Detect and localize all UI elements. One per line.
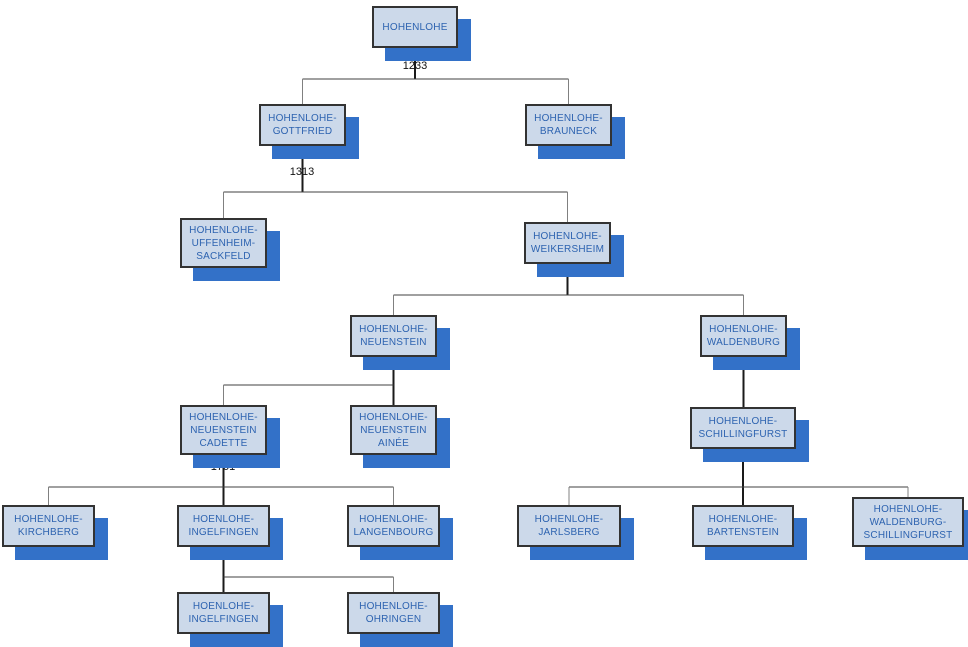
node-hohenlohe-weikersheim: HOHENLOHE- WEIKERSHEIM	[524, 222, 611, 264]
node-hohenlohe-waldenburg: HOHENLOHE- WALDENBURG	[700, 315, 787, 357]
node-label: HOHENLOHE- UFFENHEIM- SACKFELD	[189, 224, 258, 262]
node-label: HOHENLOHE- NEUENSTEIN AINÉE	[359, 411, 428, 449]
node-hohenlohe-brauneck: HOHENLOHE- BRAUNECK	[525, 104, 612, 146]
node-label: HOHENLOHE- OHRINGEN	[359, 601, 428, 625]
node-label: HOHENLOHE- KIRCHBERG	[14, 514, 83, 538]
node-label: HOHENLOHE- BRAUNECK	[534, 113, 603, 137]
node-label: HOHENLOHE- BARTENSTEIN	[706, 514, 780, 538]
node-hohenlohe-kirchberg: HOHENLOHE- KIRCHBERG	[2, 505, 95, 547]
node-label: HOHENLOHE- WEIKERSHEIM	[530, 231, 605, 255]
node-hohenlohe-waldenburg-schillingfurst: HOHENLOHE- WALDENBURG- SCHILLINGFURST	[852, 497, 964, 547]
node-hohenlohe-langenbourg: HOHENLOHE- LANGENBOURG	[347, 505, 440, 547]
node-label: HOHENLOHE- NEUENSTEIN CADETTE	[189, 411, 258, 449]
node-hohenlohe-ohringen: HOHENLOHE- OHRINGEN	[347, 592, 440, 634]
node-label: HOENLOHE- INGELFINGEN	[188, 601, 259, 625]
node-hohenlohe-bartenstein: HOHENLOHE- BARTENSTEIN	[692, 505, 794, 547]
node-hohenlohe-gottfried: HOHENLOHE- GOTTFRIED	[259, 104, 346, 146]
node-label: HOHENLOHE- NEUENSTEIN	[359, 324, 428, 348]
node-hohenlohe-uffenheim-sackfeld: HOHENLOHE- UFFENHEIM- SACKFELD	[180, 218, 267, 268]
year-label-1233: 1233	[402, 60, 428, 72]
node-label: HOHENLOHE- LANGENBOURG	[353, 514, 434, 538]
node-label: HOHENLOHE- WALDENBURG	[706, 324, 781, 348]
node-label: HOHENLOHE- GOTTFRIED	[268, 113, 337, 137]
node-hohenlohe-neuenstein-ainee: HOHENLOHE- NEUENSTEIN AINÉE	[350, 405, 437, 455]
node-hohenlohe-schillingfurst: HOHENLOHE- SCHILLINGFURST	[690, 407, 796, 449]
node-hohenlohe-neuenstein-cadette: HOHENLOHE- NEUENSTEIN CADETTE	[180, 405, 267, 455]
node-label: HOHENLOHE- WALDENBURG- SCHILLINGFURST	[863, 503, 953, 541]
year-label-1313: 1313	[289, 166, 315, 178]
node-hoenlohe-ingelfingen-2: HOENLOHE- INGELFINGEN	[177, 592, 270, 634]
node-hohenlohe-jarlsberg: HOHENLOHE- JARLSBERG	[517, 505, 621, 547]
node-label: HOHENLOHE	[382, 21, 448, 33]
year-label-1701: 1701	[210, 461, 236, 473]
node-hohenlohe-neuenstein: HOHENLOHE- NEUENSTEIN	[350, 315, 437, 357]
node-hoenlohe-ingelfingen: HOENLOHE- INGELFINGEN	[177, 505, 270, 547]
node-label: HOENLOHE- INGELFINGEN	[188, 514, 259, 538]
node-hohenlohe: HOHENLOHE	[372, 6, 458, 48]
node-label: HOHENLOHE- JARLSBERG	[534, 514, 604, 538]
node-label: HOHENLOHE- SCHILLINGFURST	[698, 416, 788, 440]
